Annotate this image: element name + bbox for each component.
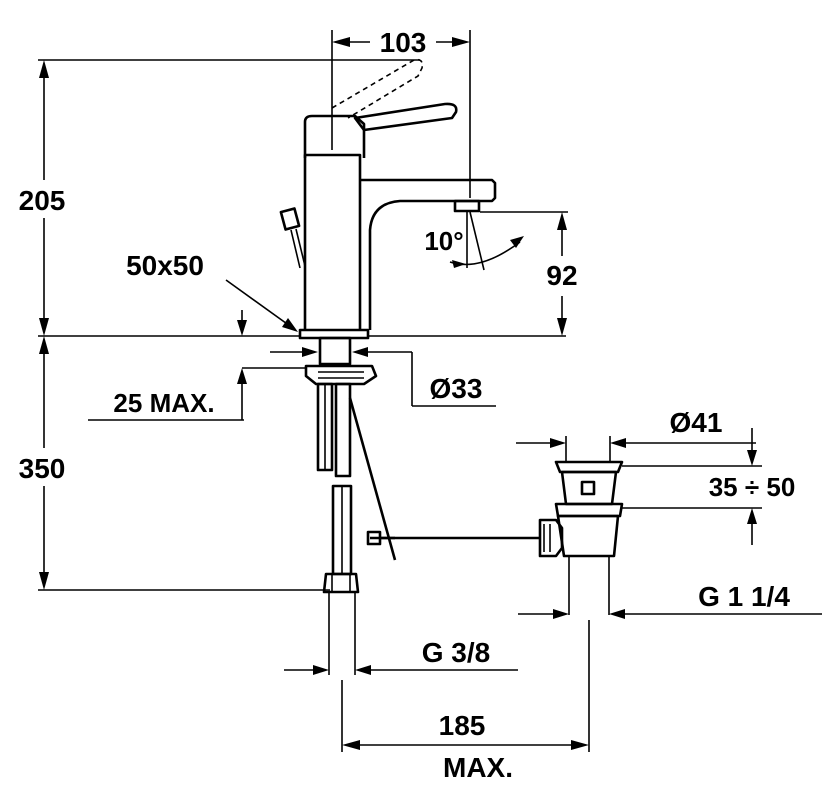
dimension-hole-label: Ø33 xyxy=(430,373,483,404)
dimension-205: 205 xyxy=(19,59,420,337)
dimension-92: 92 xyxy=(480,211,578,336)
dimension-waste-diameter-label: Ø41 xyxy=(670,407,723,438)
popup-rod xyxy=(279,207,306,269)
fixing-assembly xyxy=(304,336,540,675)
dimension-waste-range: 35 ÷ 50 xyxy=(622,428,795,545)
dimension-50x50-label: 50x50 xyxy=(126,250,204,281)
dimension-hose-thread-label: G 3/8 xyxy=(422,637,490,668)
dimension-92-label: 92 xyxy=(546,260,577,291)
dimension-25max-label: 25 MAX. xyxy=(113,388,214,418)
dimension-185: 185 MAX. xyxy=(341,620,590,783)
dimension-waste-range-label: 35 ÷ 50 xyxy=(709,472,796,502)
dimension-25max: 25 MAX. xyxy=(88,310,306,421)
dimension-50x50: 50x50 xyxy=(126,250,298,332)
dimension-angle: 10° xyxy=(424,211,524,271)
dimension-103: 103 xyxy=(331,27,471,198)
dimension-205-label: 205 xyxy=(19,185,66,216)
dimension-hole: Ø33 xyxy=(270,347,496,407)
dimension-350-label: 350 xyxy=(19,453,66,484)
dimension-185-suffix: MAX. xyxy=(443,752,513,783)
waste-assembly xyxy=(538,460,624,615)
dimension-angle-label: 10° xyxy=(424,226,463,256)
dimension-waste-diameter: Ø41 xyxy=(516,407,756,462)
faucet-body xyxy=(298,114,497,340)
dimension-103-label: 103 xyxy=(380,27,427,58)
dimension-waste-thread: G 1 1/4 xyxy=(518,581,822,619)
lever-handle-raised xyxy=(331,58,424,119)
dimension-350: 350 xyxy=(19,336,330,591)
dimension-hose-thread: G 3/8 xyxy=(284,637,518,675)
dimension-185-label: 185 xyxy=(439,710,486,741)
lever-handle xyxy=(353,102,458,132)
dimension-waste-thread-label: G 1 1/4 xyxy=(698,581,790,612)
